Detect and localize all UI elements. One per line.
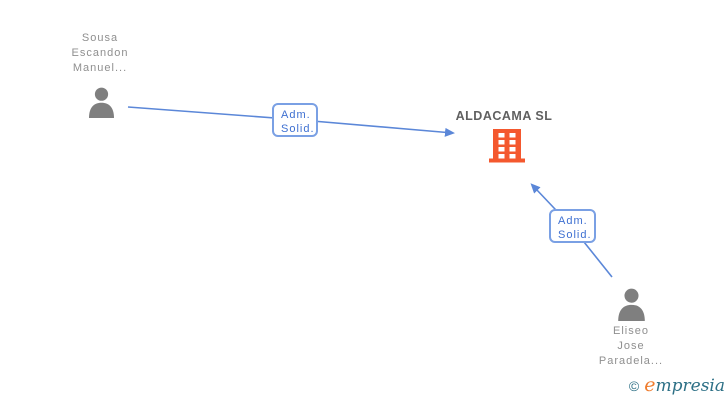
person2-name: Eliseo Jose Paradela... [556,324,706,369]
person2-name-line: Eliseo [613,325,649,337]
logo-initial: e [644,374,656,396]
empresia-logo: empresia [644,374,725,396]
logo-rest: mpresia [655,376,726,396]
person2-name-line: Jose [617,340,645,352]
empresia-watermark: © empresia [629,374,725,396]
edge-label-line: Adm. [281,109,311,121]
person1-node[interactable] [87,87,116,118]
building-icon [488,129,526,167]
person-icon [87,87,116,122]
copyright-icon: © [628,378,640,394]
person2-node[interactable] [616,288,647,321]
edge-label-line: Adm. [558,215,588,227]
person-icon [616,288,647,325]
company-name: ALDACAMA SL [455,109,553,123]
person1-name-line: Escandon [71,47,129,59]
company-node[interactable] [488,129,526,163]
edge-label-line: Solid. [281,123,315,135]
edge-label-line: Solid. [558,229,592,241]
person2-name-line: Paradela... [598,355,664,367]
edge-label-adm-solid-2: Adm. Solid. [549,209,596,243]
person1-name-line: Sousa [81,32,119,44]
person1-name-line: Manuel... [72,62,128,74]
edge-label-adm-solid-1: Adm. Solid. [272,103,318,137]
person1-name: Sousa Escandon Manuel... [30,31,170,76]
